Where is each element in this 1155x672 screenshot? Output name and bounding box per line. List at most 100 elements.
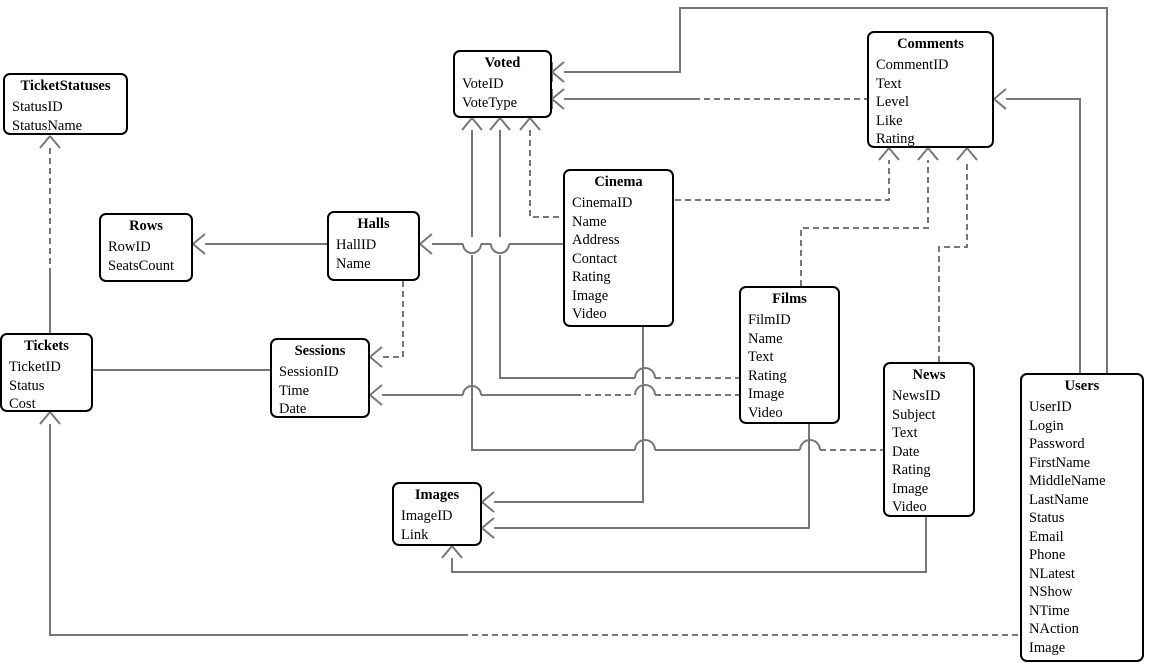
crowfoot-comments-bottom-1 (878, 147, 900, 161)
rel-tickets-users (49, 424, 462, 636)
field: Status (9, 377, 45, 394)
field: NAction (1029, 621, 1079, 637)
field: Like (876, 112, 903, 129)
field: Level (876, 94, 910, 110)
crowfoot-tickets-bottom (39, 411, 61, 425)
field: Contact (572, 250, 618, 267)
entity-title: Films (772, 291, 807, 307)
crowfoot-sessions-right-2 (369, 384, 383, 406)
field: StatusID (12, 99, 63, 115)
field: Email (1029, 528, 1064, 545)
crowfoot-ticketstatuses-bottom (39, 135, 61, 149)
entity-sessions[interactable]: Sessions SessionID Time Date (270, 338, 370, 418)
field: NTime (1029, 602, 1070, 619)
field: TicketID (9, 359, 61, 375)
crowfoot-halls-right (419, 233, 433, 255)
field: CommentID (876, 57, 949, 73)
entity-title: Users (1064, 378, 1100, 394)
rel-voted-news-b (471, 255, 635, 451)
entity-cinema[interactable]: Cinema CinemaID Name Address Contact Rat… (563, 169, 674, 327)
field: Status (1029, 510, 1065, 526)
field: Image (748, 386, 785, 402)
entity-films[interactable]: Films FilmID Name Text Rating Image Vide… (739, 286, 840, 424)
field: Date (279, 401, 307, 417)
entity-title: Images (414, 487, 460, 503)
field: Text (748, 349, 774, 365)
field: Name (336, 255, 371, 272)
rel-halls-sessions (382, 281, 404, 358)
field: Password (1029, 436, 1085, 452)
field: Image (892, 480, 929, 497)
crowfoot-voted-bottom-2 (489, 117, 511, 131)
crowfoot-images-right-1 (481, 491, 495, 513)
field: ImageID (401, 508, 453, 524)
cross-arc (634, 384, 656, 396)
rel-voted-users-dashed (680, 7, 1108, 374)
crowfoot-voted-right-2 (551, 88, 565, 110)
rel-films-comments (800, 160, 929, 286)
field: Link (401, 526, 429, 543)
entity-users[interactable]: Users UserID Login Password FirstName Mi… (1020, 373, 1144, 662)
field: VoteID (462, 76, 504, 92)
field: Video (748, 404, 783, 421)
field: RowID (108, 239, 151, 255)
crowfoot-comments-bottom-3 (956, 147, 978, 161)
entity-title: Rows (129, 218, 163, 234)
cross-arc (462, 243, 482, 254)
field: Name (572, 213, 607, 230)
entity-news[interactable]: News NewsID Subject Text Date Rating Ima… (883, 362, 975, 517)
entity-title: Sessions (294, 343, 346, 359)
crowfoot-voted-right-1 (551, 61, 565, 83)
entity-title: Tickets (24, 338, 69, 354)
entity-tickets[interactable]: Tickets TicketID Status Cost (0, 333, 93, 412)
field: Text (892, 425, 918, 441)
rel-voted-cinema (529, 130, 563, 218)
entity-comments[interactable]: Comments CommentID Text Level Like Ratin… (867, 31, 994, 148)
field: NLatest (1029, 565, 1075, 582)
crowfoot-comments-right (993, 88, 1007, 110)
crowfoot-voted-bottom-1 (461, 117, 483, 131)
entity-title: News (912, 367, 946, 383)
crowfoot-images-right-2 (481, 517, 495, 539)
field: CinemaID (572, 195, 633, 211)
field: Phone (1029, 547, 1066, 563)
field: Cost (9, 396, 36, 412)
field: Image (1029, 639, 1066, 656)
field: UserID (1029, 399, 1072, 415)
field: NewsID (892, 388, 941, 404)
field: Video (892, 499, 927, 515)
entity-voted[interactable]: Voted VoteID VoteType (453, 50, 552, 118)
entity-title: Cinema (594, 174, 643, 190)
crowfoot-rows-right (192, 233, 206, 255)
field: Rating (876, 131, 915, 147)
field: MiddleName (1029, 473, 1106, 489)
field: VoteType (462, 94, 518, 111)
entity-images[interactable]: Images ImageID Link (392, 482, 482, 546)
entity-rows[interactable]: Rows RowID SeatsCount (99, 213, 193, 282)
field: SessionID (279, 364, 339, 380)
cross-arc (634, 367, 656, 379)
field: FilmID (748, 312, 791, 328)
crowfoot-images-bottom (441, 545, 463, 559)
field: Login (1029, 417, 1064, 434)
cross-arc (799, 439, 821, 451)
field: Video (572, 306, 607, 322)
field: Name (748, 330, 783, 347)
field: Rating (748, 367, 787, 384)
field: Address (572, 232, 620, 248)
entity-halls[interactable]: Halls HallID Name (327, 211, 420, 281)
field: Rating (892, 462, 931, 478)
crowfoot-voted-bottom-3 (519, 117, 541, 131)
entity-title: Comments (897, 36, 964, 52)
field: Image (572, 287, 609, 304)
rel-cinema-comments (675, 160, 890, 201)
field: Subject (892, 406, 936, 423)
rel-images-news (451, 517, 927, 573)
cross-arc (462, 385, 482, 396)
field: LastName (1029, 491, 1089, 508)
crowfoot-comments-bottom-2 (917, 147, 939, 161)
entity-ticketstatuses[interactable]: TicketStatuses StatusID StatusName (3, 73, 128, 135)
field: Date (892, 443, 920, 460)
field: HallID (336, 237, 377, 253)
